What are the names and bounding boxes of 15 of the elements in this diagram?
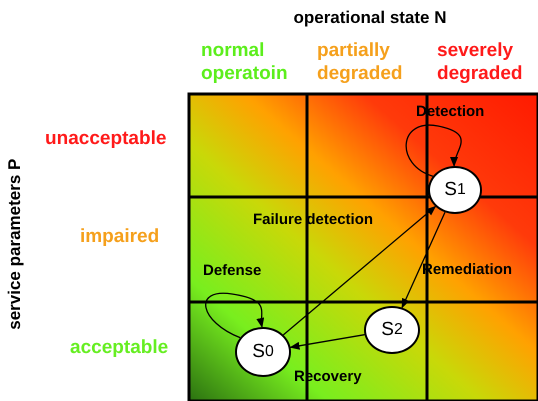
column-header: severely degraded xyxy=(437,40,524,86)
arrow xyxy=(401,212,446,309)
row-header: unacceptable xyxy=(45,128,168,151)
row-header: acceptable xyxy=(70,337,170,360)
column-header: normal operatoin xyxy=(201,40,289,86)
column-header: partially degraded xyxy=(317,40,404,86)
arrow xyxy=(205,292,265,338)
edge-label: Defense xyxy=(203,262,262,279)
arrow xyxy=(282,206,436,336)
edge-label: Failure detection xyxy=(253,211,374,228)
row-header: impaired xyxy=(80,226,160,249)
arrow xyxy=(290,334,365,350)
axis-title: operational state N xyxy=(292,8,448,28)
arrow xyxy=(406,124,462,177)
axis-title: service parameters P xyxy=(4,158,25,332)
